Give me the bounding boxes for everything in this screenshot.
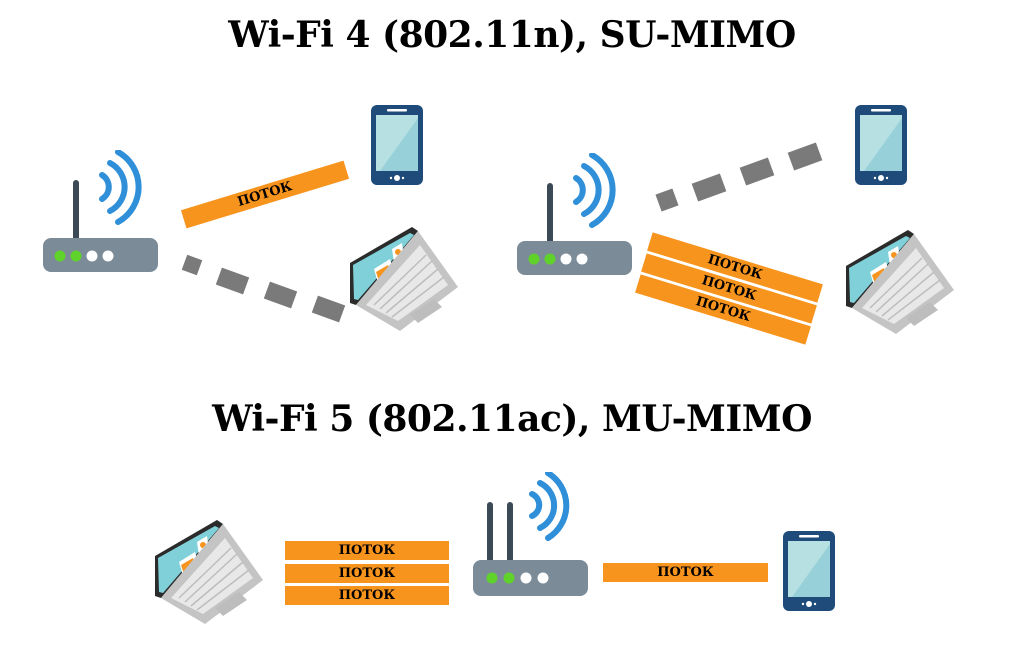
router-icon-dual-antenna [460, 472, 610, 602]
stream-band: ПОТОК [603, 563, 768, 582]
idle-link-dash [739, 157, 775, 186]
phone-icon [782, 530, 836, 612]
router-icon [514, 153, 644, 283]
stream-band: ПОТОК [180, 160, 350, 229]
idle-link-dash [655, 188, 679, 212]
laptop-icon [836, 228, 956, 338]
phone-icon [370, 104, 424, 186]
router-icon [40, 150, 170, 280]
idle-link-dash [181, 254, 203, 276]
idle-link-dash [691, 173, 727, 202]
laptop-icon [340, 225, 460, 335]
section-title-wifi4: Wi-Fi 4 (802.11n), SU-MIMO [228, 14, 796, 56]
idle-link-dash [263, 281, 298, 309]
idle-link-dash [215, 267, 250, 295]
stream-band: ПОТОК [285, 586, 449, 605]
section-title-wifi5: Wi-Fi 5 (802.11ac), MU-MIMO [212, 398, 812, 440]
laptop-icon [145, 518, 265, 628]
idle-link-dash [787, 142, 823, 171]
stream-band: ПОТОК [285, 541, 449, 560]
stream-band: ПОТОК [285, 564, 449, 583]
phone-icon [854, 104, 908, 186]
